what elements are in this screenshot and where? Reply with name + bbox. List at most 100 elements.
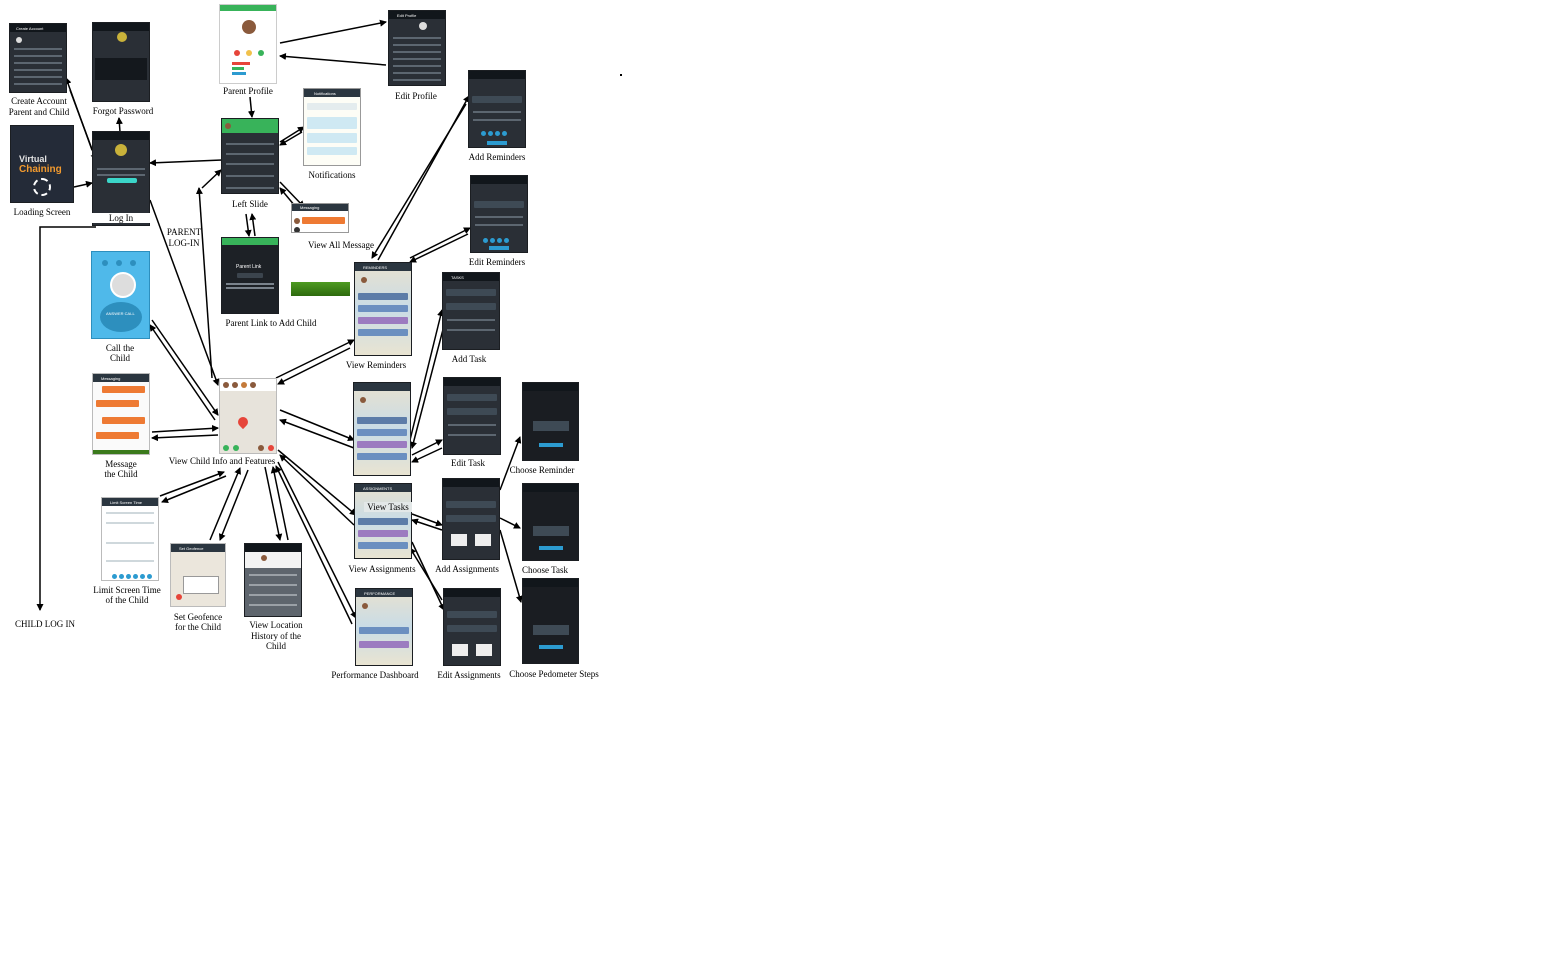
caption-edit-task: Edit Task bbox=[451, 458, 485, 468]
screen-title: PERFORMANCE bbox=[364, 591, 396, 596]
screen-view-child bbox=[219, 378, 277, 454]
screen-title: Parent Link bbox=[236, 264, 262, 270]
spinner-icon bbox=[33, 178, 51, 196]
caption-parent-profile: Parent Profile bbox=[223, 86, 273, 96]
screen-parent-profile bbox=[219, 4, 277, 84]
screen-choose-reminder bbox=[522, 382, 579, 461]
screen-edit-assignments bbox=[443, 588, 501, 666]
caption-choose-reminder: Choose Reminder bbox=[509, 465, 575, 475]
caption-notifications: Notifications bbox=[308, 170, 356, 180]
chat-icon[interactable] bbox=[233, 445, 239, 451]
caption-the-child: the Child bbox=[104, 469, 138, 479]
caption-add-assignments: Add Assignments bbox=[435, 564, 499, 574]
caption-edit-assignments: Edit Assignments bbox=[437, 670, 501, 680]
screen-forgot-password bbox=[92, 22, 150, 102]
caption-child-2: Child bbox=[265, 641, 286, 651]
screen-edit-reminders bbox=[470, 175, 528, 253]
login-button[interactable] bbox=[107, 178, 137, 183]
screen-edit-profile: Edit Profile bbox=[388, 10, 446, 86]
caption-edit-profile: Edit Profile bbox=[395, 91, 437, 101]
link-button[interactable] bbox=[237, 273, 263, 278]
caption-message: Message bbox=[105, 459, 137, 469]
screen-view-assignments: ASSIGNMENTS bbox=[354, 483, 412, 559]
screen-view-all-message: Messaging bbox=[291, 203, 349, 233]
location-pin-icon bbox=[235, 414, 251, 430]
answer-call-label: ANSWER CALL bbox=[106, 311, 135, 316]
screen-notifications: Notifications bbox=[303, 88, 361, 166]
mail-icon bbox=[246, 50, 252, 56]
screen-title: Messaging bbox=[101, 376, 121, 381]
logo-text-2: Chaining bbox=[19, 164, 62, 175]
screen-title: Set Geofence bbox=[179, 546, 204, 551]
screen-set-geofence: Set Geofence bbox=[170, 543, 226, 607]
caption-history-of-the: History of the bbox=[251, 631, 301, 641]
label-child-log-in: CHILD LOG IN bbox=[15, 619, 75, 629]
caption-of-the-child: of the Child bbox=[105, 595, 149, 605]
screen-title: Create Account bbox=[16, 26, 44, 31]
screen-title: Notifications bbox=[314, 91, 336, 96]
caption-choose-task: Choose Task bbox=[522, 565, 568, 575]
avatar-icon bbox=[16, 37, 22, 43]
screen-choose-task bbox=[522, 483, 579, 561]
caption-add-reminders: Add Reminders bbox=[468, 152, 526, 162]
screen-message-child: Messaging bbox=[92, 373, 150, 455]
call-icon bbox=[234, 50, 240, 56]
screen-loading: Virtual Chaining bbox=[10, 125, 74, 203]
caption-forgot-password: Forgot Password bbox=[92, 106, 154, 116]
caption-parent-and-child: Parent and Child bbox=[8, 107, 70, 117]
geofence-dialog[interactable] bbox=[183, 576, 219, 594]
phone-icon[interactable] bbox=[223, 445, 229, 451]
dialog-box bbox=[95, 58, 147, 80]
caption-set-geofence: Set Geofence bbox=[173, 612, 223, 622]
screen-add-reminders bbox=[468, 70, 526, 148]
screen-limit-screen-time: Limit Screen Time bbox=[101, 497, 159, 581]
caption-performance-dashboard: Performance Dashboard bbox=[331, 670, 419, 680]
caption-edit-reminders: Edit Reminders bbox=[468, 257, 526, 267]
screen-title: TASKS bbox=[451, 275, 464, 280]
green-bar bbox=[291, 282, 350, 296]
caption-view-all-message: View All Message bbox=[308, 240, 374, 250]
history-icon[interactable] bbox=[258, 445, 264, 451]
screen-view-reminders: REMINDERS bbox=[354, 262, 412, 356]
caption-child: Child bbox=[109, 353, 130, 363]
caption-log-in: Log In bbox=[92, 213, 150, 223]
caption-view-child-info: View Child Info and Features bbox=[168, 456, 276, 466]
logo-icon bbox=[115, 144, 127, 156]
caption-left-slide: Left Slide bbox=[232, 199, 268, 209]
screen-log-in bbox=[92, 131, 150, 226]
stray-dot bbox=[620, 74, 622, 76]
label-parent: PARENT bbox=[166, 227, 202, 237]
screen-add-assignments bbox=[442, 478, 500, 560]
caption-limit-screen-time: Limit Screen Time bbox=[93, 585, 161, 595]
answer-call-button[interactable] bbox=[100, 302, 142, 332]
screen-location-history bbox=[244, 543, 302, 617]
caption-add-task: Add Task bbox=[451, 354, 487, 364]
screen-choose-pedometer bbox=[522, 578, 579, 664]
screen-add-task: TASKS bbox=[442, 272, 500, 350]
phone-icon bbox=[258, 50, 264, 56]
label-log-in: LOG-IN bbox=[168, 238, 200, 248]
screen-title: Edit Profile bbox=[397, 13, 417, 18]
screen-parent-link: Parent Link bbox=[221, 237, 279, 314]
screen-title: Messaging bbox=[300, 205, 320, 210]
screen-edit-task bbox=[443, 377, 501, 455]
caption-parent-link: Parent Link to Add Child bbox=[225, 318, 317, 328]
screen-performance: PERFORMANCE bbox=[355, 588, 413, 666]
caption-view-assignments: View Assignments bbox=[348, 564, 416, 574]
logo-text-1: Virtual bbox=[19, 154, 47, 164]
screen-left-slide bbox=[221, 118, 279, 194]
caption-create-account: Create Account bbox=[11, 96, 67, 106]
caption-for-the-child: for the Child bbox=[175, 622, 221, 632]
screen-title: Limit Screen Time bbox=[110, 500, 143, 505]
location-pin-icon bbox=[176, 594, 182, 600]
alert-icon[interactable] bbox=[268, 445, 274, 451]
avatar-icon bbox=[419, 22, 427, 30]
screen-call-child: ANSWER CALL bbox=[91, 251, 150, 339]
screen-title: REMINDERS bbox=[363, 265, 388, 270]
screen-title: ASSIGNMENTS bbox=[363, 486, 393, 491]
avatar-icon bbox=[242, 20, 256, 34]
logo-icon bbox=[117, 32, 127, 42]
screen-create-account: Create Account bbox=[9, 23, 67, 93]
screen-view-tasks bbox=[353, 382, 411, 476]
caption-view-tasks: View Tasks bbox=[364, 502, 412, 512]
